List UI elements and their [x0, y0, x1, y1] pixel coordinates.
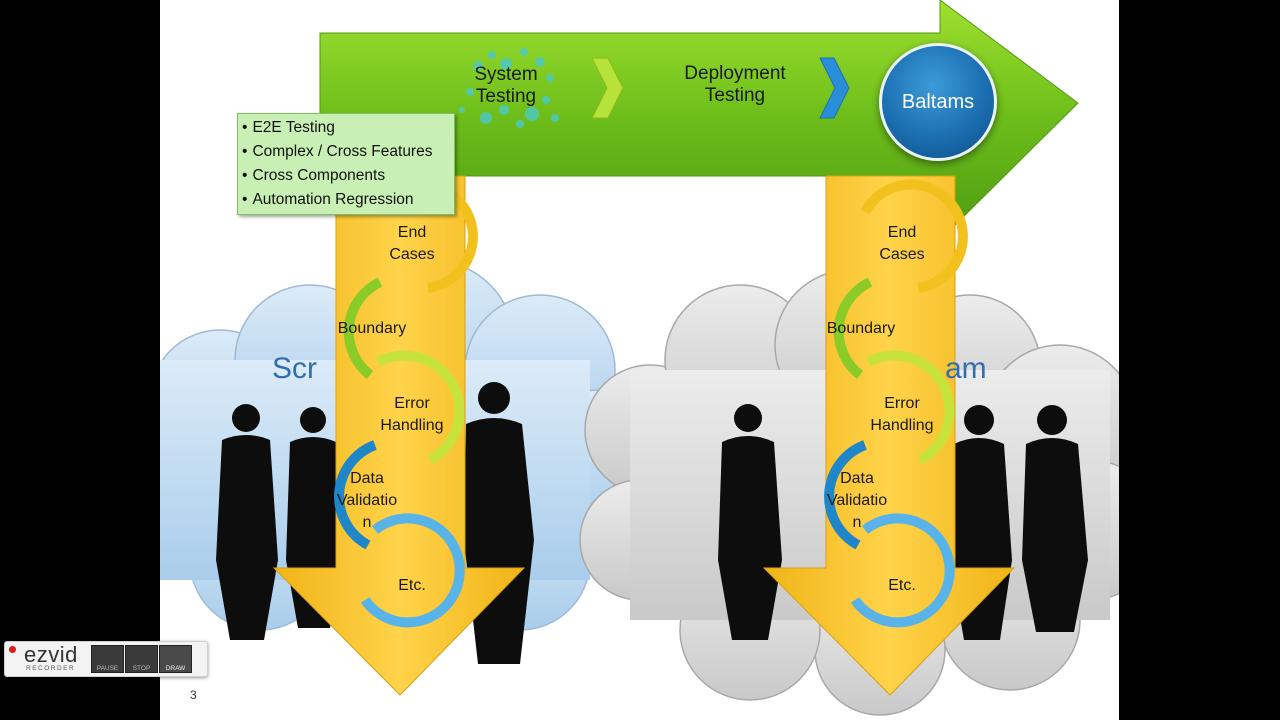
- process-diagram: [160, 0, 1119, 716]
- loop-step-end-cases-right: End Cases: [879, 224, 925, 263]
- stop-button[interactable]: STOP: [125, 645, 158, 673]
- recorder-brand: ezvid: [24, 642, 78, 667]
- chevron-green-icon: [591, 57, 624, 119]
- loop-step-boundary-left: Boundary: [337, 320, 407, 337]
- loop-step-data-validation-right: Data Validatio n: [826, 470, 888, 531]
- loop-rings-left: [334, 179, 478, 628]
- team-title-left: Scr: [272, 352, 317, 385]
- pause-button[interactable]: PAUSE: [91, 645, 124, 673]
- draw-button[interactable]: DRAW: [159, 645, 192, 673]
- loop-step-error-handling-right: Error Handling: [870, 395, 934, 434]
- callout-item-cross-components: Cross Components: [242, 164, 454, 188]
- callout-item-e2e: E2E Testing: [242, 116, 454, 140]
- loop-step-end-cases-left: End Cases: [389, 224, 435, 263]
- stage-deployment-testing: Deployment Testing: [684, 63, 786, 106]
- loop-step-etc-right: Etc.: [888, 577, 916, 594]
- bubbles-decoration: [459, 48, 559, 128]
- loop-step-data-validation-left: Data Validatio n: [336, 470, 398, 531]
- loop-step-boundary-right: Boundary: [826, 320, 896, 337]
- ezvid-recorder-widget: ezvid RECORDER PAUSE STOP DRAW: [4, 641, 208, 677]
- callout-item-automation-regression: Automation Regression: [242, 188, 454, 212]
- people-silhouettes-left: [216, 382, 534, 664]
- loop-step-etc-left: Etc.: [398, 577, 426, 594]
- stage-system-testing: System Testing: [474, 64, 538, 107]
- chevron-blue-icon: [819, 57, 850, 119]
- loop-step-error-handling-left: Error Handling: [380, 395, 444, 434]
- slide-number: 3: [190, 688, 197, 702]
- team-title-right: am: [945, 352, 987, 385]
- system-testing-callout: E2E Testing Complex / Cross Features Cro…: [237, 113, 455, 215]
- record-indicator-icon: [9, 646, 16, 653]
- loop-rings-right: [824, 179, 968, 628]
- recorder-subtitle: RECORDER: [26, 665, 76, 672]
- baltams-circle: Baltams: [879, 43, 997, 161]
- callout-item-complex-features: Complex / Cross Features: [242, 140, 454, 164]
- slide: Scr am System Testing Deployment Testing…: [160, 0, 1119, 720]
